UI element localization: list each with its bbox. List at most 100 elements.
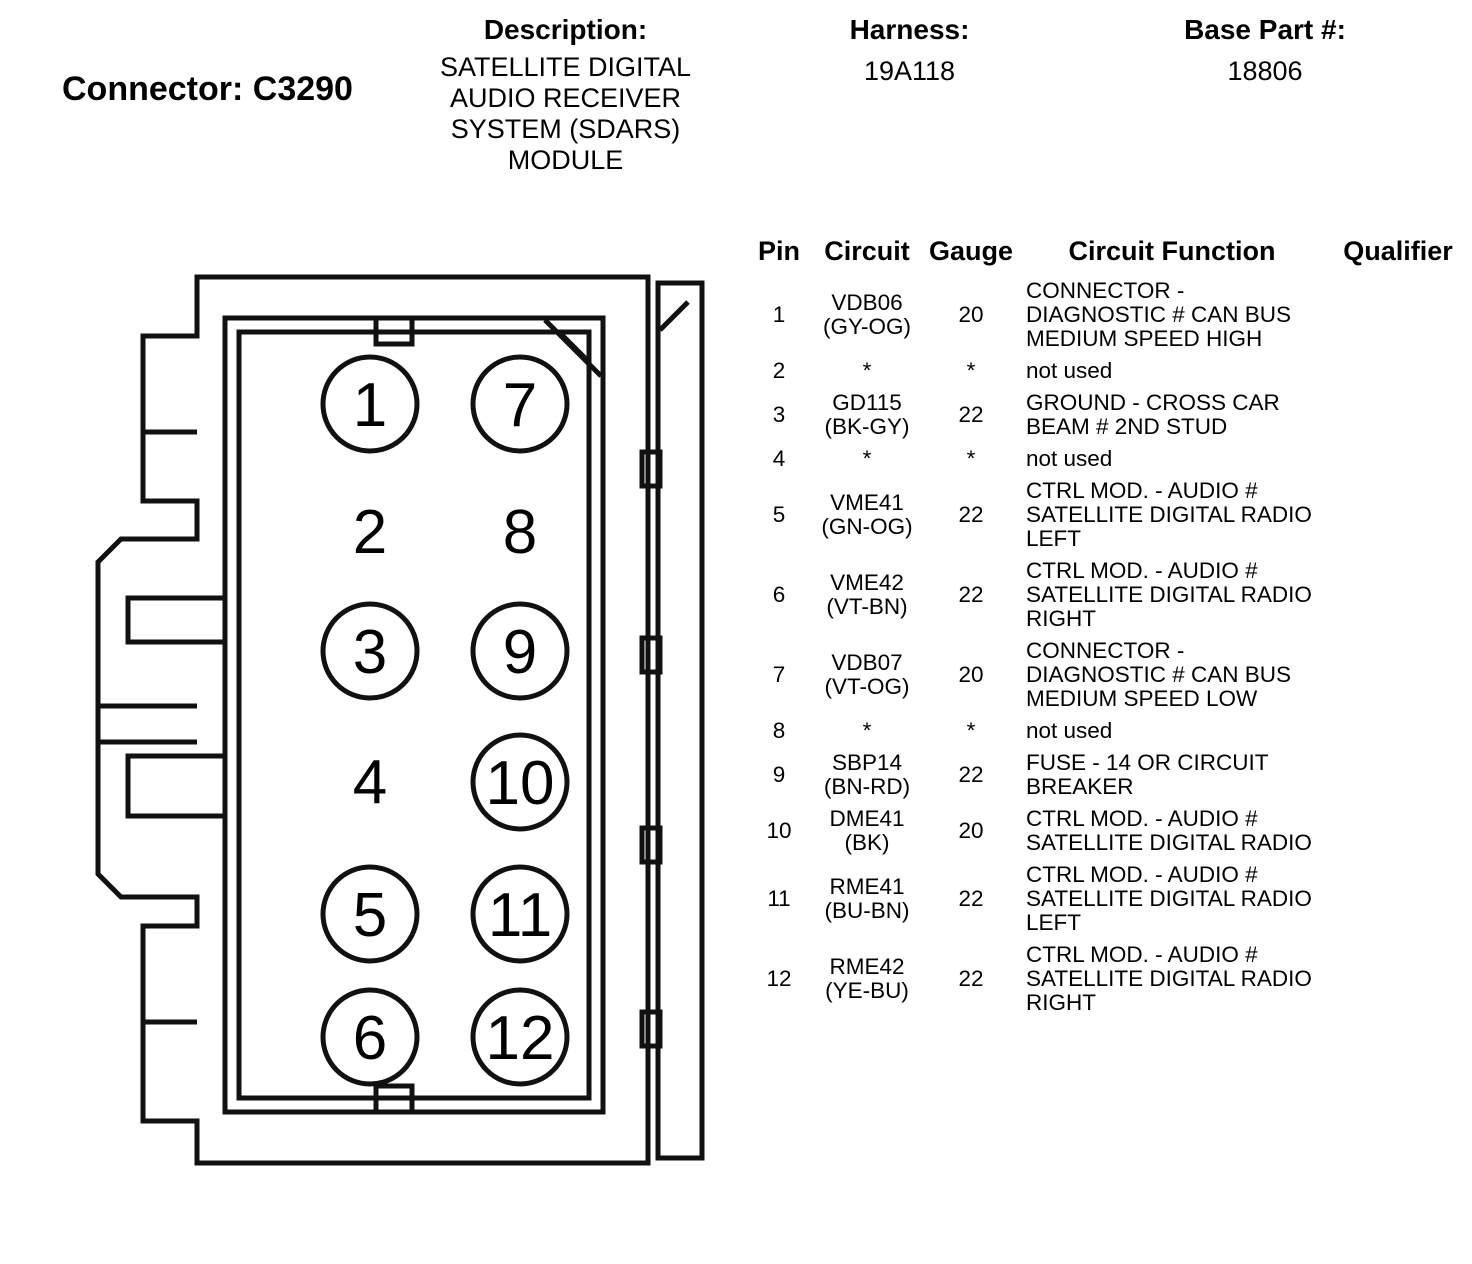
circuit-code: * <box>862 358 872 383</box>
description-line: AUDIO RECEIVER <box>449 83 682 113</box>
gauge-cell: 22 <box>958 502 984 527</box>
pin-10-cavity <box>470 732 570 832</box>
pin-10-number: 10 <box>486 749 555 818</box>
pin-7: 7 <box>470 354 570 454</box>
pin-cell: 3 <box>772 402 786 427</box>
pin-7-number: 7 <box>503 371 537 440</box>
circuit-cell: RME41(BU-BN) <box>808 859 926 939</box>
pin-4: 4 <box>353 748 387 817</box>
circuit-cell: DME41(BK) <box>808 803 926 859</box>
qualifier-cell <box>1328 939 1468 1019</box>
table-row: 9 SBP14(BN-RD) 22 FUSE - 14 OR CIRCUIT B… <box>750 747 1468 803</box>
circuit-cell: GD115(BK-GY) <box>808 387 926 443</box>
pin-9-cavity <box>470 601 570 701</box>
circuit-color: (VT-OG) <box>824 674 910 699</box>
circuit-color: (BK-GY) <box>824 414 910 439</box>
pin-12-cavity <box>470 987 570 1087</box>
circuit-cell: VME42(VT-BN) <box>808 555 926 635</box>
side-rail-notch <box>639 449 663 489</box>
description-line: SATELLITE DIGITAL <box>439 52 692 82</box>
table-row: 8 * * not used <box>750 715 1468 747</box>
pin-8: 8 <box>503 498 537 567</box>
gauge-cell: 22 <box>958 966 984 991</box>
circuit-color: (BN-RD) <box>823 774 911 799</box>
function-cell: CONNECTOR - DIAGNOSTIC # CAN BUS MEDIUM … <box>1026 278 1292 351</box>
circuit-cell: * <box>808 443 926 475</box>
circuit-cell: VME41(GN-OG) <box>808 475 926 555</box>
harness-block: Harness: 19A118 <box>802 14 1017 87</box>
pin-cell: 6 <box>772 582 786 607</box>
col-header-pin: Pin <box>757 236 800 266</box>
pin-cell: 2 <box>772 358 786 383</box>
pin-12: 12 <box>470 987 570 1087</box>
pin-2: 2 <box>353 498 387 567</box>
function-cell: not used <box>1026 446 1113 471</box>
side-rail-notch <box>639 635 663 675</box>
side-rail <box>655 280 705 1161</box>
latch-finger-upper <box>125 595 228 645</box>
col-header-circuit: Circuit <box>824 236 910 266</box>
circuit-code: VME42 <box>830 570 904 595</box>
pin-cell: 11 <box>767 886 791 911</box>
col-header-function: Circuit Function <box>1068 236 1276 266</box>
qualifier-cell <box>1328 803 1468 859</box>
pin-cell: 7 <box>772 662 786 687</box>
base-part-label: Base Part #: <box>1184 14 1346 45</box>
circuit-cell: VDB06(GY-OG) <box>808 275 926 355</box>
qualifier-cell <box>1328 555 1468 635</box>
function-cell: not used <box>1026 718 1113 743</box>
pin-4-number: 4 <box>353 748 387 817</box>
gauge-cell: 20 <box>958 302 984 327</box>
top-key-notch <box>373 315 415 347</box>
harness-value: 19A118 <box>863 56 956 86</box>
side-rail-notch <box>639 825 663 865</box>
circuit-code: * <box>862 446 872 471</box>
description-label: Description: <box>483 14 648 45</box>
circuit-code: VME41 <box>830 490 904 515</box>
table-row: 7 VDB07(VT-OG) 20 CONNECTOR - DIAGNOSTIC… <box>750 635 1468 715</box>
function-cell: CTRL MOD. - AUDIO # SATELLITE DIGITAL RA… <box>1026 862 1312 935</box>
pin-10: 10 <box>470 732 570 832</box>
pin-cell: 9 <box>772 762 786 787</box>
circuit-code: VDB06 <box>831 290 903 315</box>
gauge-cell: * <box>966 446 976 471</box>
pin-11-number: 11 <box>488 881 552 950</box>
circuit-code: RME41 <box>829 874 905 899</box>
side-rail-chamfer <box>658 300 690 332</box>
connector-title: Connector: C3290 <box>62 70 353 108</box>
pin-2-number: 2 <box>353 498 387 567</box>
pin-3-cavity <box>320 601 420 701</box>
function-cell: not used <box>1026 358 1113 383</box>
table-row: 12 RME42(YE-BU) 22 CTRL MOD. - AUDIO # S… <box>750 939 1468 1019</box>
pin-cell: 12 <box>766 966 792 991</box>
pin-5: 5 <box>320 864 420 964</box>
col-header-gauge: Gauge <box>928 236 1014 266</box>
harness-label: Harness: <box>849 14 970 45</box>
table-row: 5 VME41(GN-OG) 22 CTRL MOD. - AUDIO # SA… <box>750 475 1468 555</box>
table-row: 3 GD115(BK-GY) 22 GROUND - CROSS CAR BEA… <box>750 387 1468 443</box>
table-row: 4 * * not used <box>750 443 1468 475</box>
circuit-code: DME41 <box>829 806 905 831</box>
pin-9: 9 <box>470 601 570 701</box>
description-line: MODULE <box>507 145 624 175</box>
circuit-cell: * <box>808 715 926 747</box>
pin-6-number: 6 <box>353 1004 387 1073</box>
circuit-cell: RME42(YE-BU) <box>808 939 926 1019</box>
pin-7-cavity <box>470 354 570 454</box>
circuit-code: * <box>862 718 872 743</box>
gauge-cell: 22 <box>958 582 984 607</box>
qualifier-cell <box>1328 635 1468 715</box>
circuit-color: (GY-OG) <box>823 314 911 339</box>
function-cell: CTRL MOD. - AUDIO # SATELLITE DIGITAL RA… <box>1026 478 1312 551</box>
circuit-code: RME42 <box>829 954 905 979</box>
cavity-outer-wall <box>222 315 606 1115</box>
pin-9-number: 9 <box>503 618 537 687</box>
pinout-table: Pin Circuit Gauge Circuit Function Quali… <box>750 236 1468 1019</box>
gauge-cell: 22 <box>958 762 984 787</box>
table-row: 6 VME42(VT-BN) 22 CTRL MOD. - AUDIO # SA… <box>750 555 1468 635</box>
pin-cell: 5 <box>772 502 786 527</box>
circuit-code: VDB07 <box>831 650 903 675</box>
qualifier-cell <box>1328 747 1468 803</box>
qualifier-cell <box>1328 275 1468 355</box>
function-cell: CTRL MOD. - AUDIO # SATELLITE DIGITAL RA… <box>1026 942 1312 1015</box>
